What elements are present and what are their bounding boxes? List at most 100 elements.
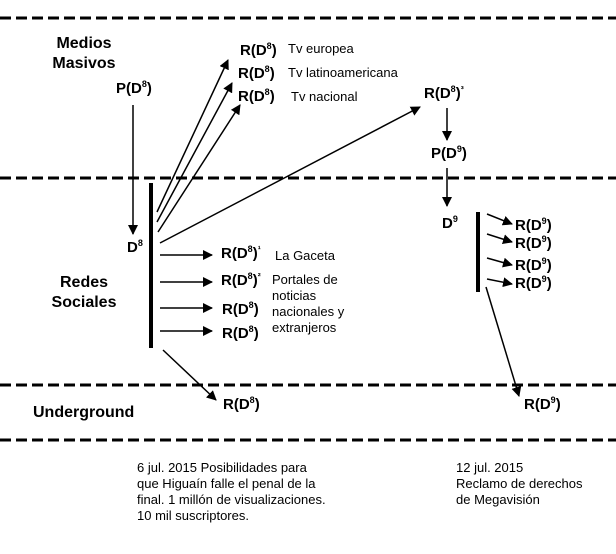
node-text: R(D (221, 272, 248, 289)
arrow-d9-d (486, 277, 513, 288)
node-r-d8-3: R(D8)³ (424, 84, 464, 102)
node-sup: 8 (266, 41, 272, 51)
label-portales: Portales de noticias nacionales y extran… (272, 272, 344, 336)
node-text: R(D (222, 301, 249, 318)
node-sup: 8 (249, 395, 255, 405)
node-close: ) (253, 301, 259, 318)
node-close: ) (461, 145, 467, 162)
node-r-d8-social-a: R(D8) (222, 300, 259, 318)
node-text: R(D (515, 257, 542, 274)
node-text: P(D (431, 145, 457, 162)
arrow-d9-b (486, 233, 513, 245)
node-r-d8-nacional: R(D8) (238, 87, 275, 105)
label-portales-line4: extranjeros (272, 320, 337, 335)
node-text: R(D (238, 65, 265, 82)
arrow-d8-tv-latino (156, 82, 233, 223)
band-medios-line2: Masivos (52, 55, 116, 72)
band-redes-line2: Sociales (51, 294, 117, 311)
label-tv-latinoamericana: Tv latinoamericana (288, 65, 398, 80)
node-close: ) (546, 235, 552, 252)
label-tv-europea: Tv europea (288, 41, 354, 56)
arrow-underground-r9 (485, 286, 522, 397)
node-text: R(D (221, 245, 248, 262)
node-close: ) (252, 245, 258, 262)
node-text: R(D (424, 85, 451, 102)
node-text: D (127, 239, 138, 256)
node-text: P(D (116, 80, 142, 97)
node-sup: 8 (137, 238, 143, 248)
note-right-line2: Reclamo de derechos (456, 476, 583, 491)
node-sup: 9 (550, 395, 556, 405)
node-sup: 8 (450, 84, 456, 94)
node-close: ) (271, 42, 277, 59)
note-right: 12 jul. 2015 Reclamo de derechos de Mega… (456, 460, 582, 508)
node-close: ) (546, 257, 552, 274)
band-redes-line1: Redes (59, 274, 109, 291)
node-sup: 9 (541, 234, 547, 244)
node-d8: D8 (127, 238, 143, 256)
node-r-d8-social-b: R(D8) (222, 324, 259, 342)
node-close: ) (253, 325, 259, 342)
node-close: ) (146, 80, 152, 97)
node-text: R(D (222, 325, 249, 342)
label-portales-line3: nacionales y (272, 304, 345, 319)
node-text: R(D (240, 42, 267, 59)
band-medios-line1: Medios (56, 35, 112, 52)
node-sup: 8 (247, 244, 253, 254)
node-sup: 9 (541, 256, 547, 266)
node-sup: 9 (541, 216, 547, 226)
node-mark: ³ (460, 84, 464, 94)
node-close: ) (546, 275, 552, 292)
arrow-d9-a (486, 213, 513, 226)
node-r-d8-europea: R(D8) (240, 41, 277, 59)
note-left-line1: 6 jul. 2015 Posibilidades para (137, 460, 307, 475)
node-mark: ¹ (257, 244, 261, 254)
arrow-d8-tv-nacional (157, 104, 241, 233)
note-left-line4: 10 mil suscriptores. (137, 508, 249, 523)
node-text: R(D (515, 235, 542, 252)
node-sup: 8 (141, 79, 147, 89)
arrow-d8-tv-europea (156, 59, 229, 213)
band-underground: Underground (33, 404, 135, 421)
note-right-line3: de Megavisión (456, 492, 540, 507)
label-la-gaceta: La Gaceta (275, 248, 335, 263)
node-text: R(D (515, 275, 542, 292)
node-close: ) (455, 85, 461, 102)
node-close: ) (254, 396, 260, 413)
note-left-line3: final. 1 millón de visualizaciones. (137, 492, 326, 507)
node-close: ) (252, 272, 258, 289)
node-r-d9-underground: R(D9) (524, 395, 561, 413)
node-text: D (442, 215, 453, 232)
node-sup: 8 (248, 324, 254, 334)
note-left: 6 jul. 2015 Posibilidades para que Higua… (137, 460, 326, 524)
band-redes-sociales: Redes Sociales (34, 275, 134, 311)
note-right-line1: 12 jul. 2015 (456, 460, 524, 475)
node-r-d9-d: R(D9) (515, 274, 552, 292)
label-portales-line2: noticias (272, 288, 317, 303)
node-sup: 9 (541, 274, 547, 284)
node-r-d9-b: R(D9) (515, 234, 552, 252)
arrow-underground-r8 (162, 349, 217, 401)
node-sup: 8 (264, 64, 270, 74)
band-medios-masivos: Medios Masivos (34, 36, 134, 72)
label-tv-nacional: Tv nacional (291, 89, 358, 104)
node-r-d8-1: R(D8)¹ (221, 244, 261, 262)
node-close: ) (269, 88, 275, 105)
node-text: R(D (515, 217, 542, 234)
node-sup: 8 (264, 87, 270, 97)
node-r-d9-c: R(D9) (515, 256, 552, 274)
node-d9: D9 (442, 215, 458, 232)
node-sup: 8 (248, 300, 254, 310)
node-sup: 9 (456, 144, 462, 154)
node-mark: ² (257, 271, 261, 281)
node-p-d9: P(D9) (431, 144, 467, 162)
arrow-d9-c (486, 257, 513, 268)
note-left-line2: que Higuaín falle el penal de la (137, 476, 316, 491)
node-close: ) (555, 396, 561, 413)
node-sup: 8 (247, 271, 253, 281)
label-portales-line1: Portales de (272, 272, 338, 287)
node-text: R(D (238, 88, 265, 105)
arrow-d8-r8-3 (159, 106, 421, 244)
node-r-d9-a: R(D9) (515, 216, 552, 234)
